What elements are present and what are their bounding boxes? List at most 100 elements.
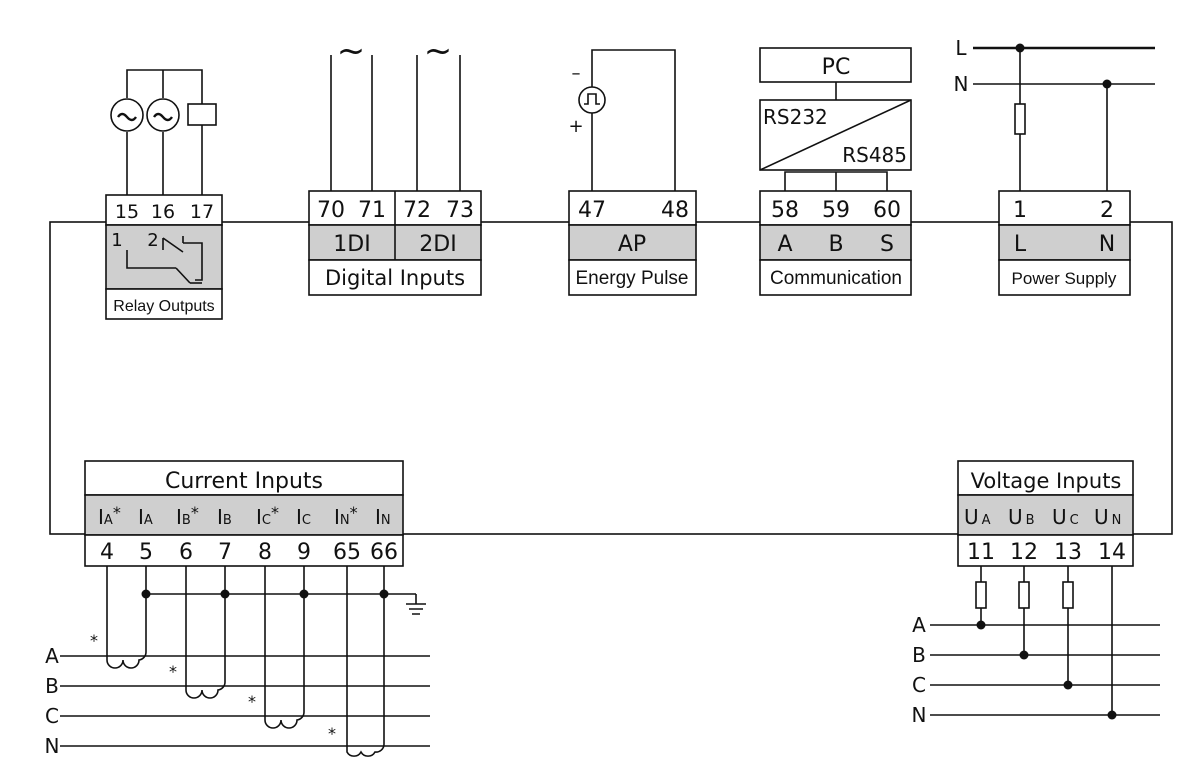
current-channel-in: IN (375, 505, 391, 529)
current-terminal-9: 9 (297, 540, 311, 565)
svg-text:IN*: IN* (334, 503, 358, 529)
digital-terminal-72: 72 (403, 198, 431, 223)
current-channel-ib: IB (217, 505, 232, 529)
voltage-line-b: B (912, 643, 926, 667)
current-channel-ib-star: IB* (176, 503, 199, 529)
digital-inputs-block: 70 71 72 73 1DI 2DI Digital Inputs ~ ~ (308, 31, 482, 296)
power-supply-block: L N 1 2 L N Power Supply (954, 36, 1155, 296)
ac-source-1-icon: ~ (337, 31, 366, 71)
svg-text:IB*: IB* (176, 503, 199, 529)
comm-terminal-58: 58 (771, 198, 799, 223)
pulse-terminal-48: 48 (661, 198, 689, 223)
voltage-fuse-b-icon (1018, 581, 1030, 609)
voltage-fuse-a-icon (975, 581, 987, 609)
current-terminal-65: 65 (333, 540, 361, 565)
pulse-minus-sign: – (572, 63, 581, 84)
comm-signal-b: B (828, 232, 843, 257)
digital-channel-1di: 1DI (333, 232, 370, 257)
svg-text:IB: IB (217, 505, 232, 529)
voltage-terminal-11: 11 (967, 540, 995, 565)
digital-terminal-71: 71 (358, 198, 386, 223)
svg-text:IA: IA (138, 505, 153, 529)
current-terminal-8: 8 (258, 540, 272, 565)
power-fuse-icon (1014, 103, 1026, 135)
comm-terminal-60: 60 (873, 198, 901, 223)
current-line-b: B (45, 674, 59, 698)
relay-contact-2: 2 (147, 230, 158, 251)
current-line-c: C (45, 704, 59, 728)
current-terminal-6: 6 (179, 540, 193, 565)
current-terminal-66: 66 (370, 540, 398, 565)
relay-switch-icon (126, 236, 203, 284)
relay-coil-icon (187, 103, 217, 126)
pulse-terminal-47: 47 (578, 198, 606, 223)
current-inputs-block: Current Inputs IA* IA IB* IB IC* IC IN* … (45, 460, 430, 758)
pulse-source-icon (578, 86, 606, 114)
svg-text:IC: IC (296, 505, 311, 529)
relay-outputs-title: Relay Outputs (113, 298, 214, 315)
voltage-line-c: C (912, 673, 926, 697)
digital-terminal-70: 70 (317, 198, 345, 223)
digital-channel-2di: 2DI (419, 232, 456, 257)
ct-polarity-a: * (90, 631, 98, 650)
comm-signal-s: S (880, 232, 894, 257)
current-channel-ia: IA (138, 505, 153, 529)
ct-polarity-n: * (328, 724, 336, 743)
relay-contact-1: 1 (111, 230, 122, 251)
comm-terminal-59: 59 (822, 198, 850, 223)
current-inputs-title: Current Inputs (165, 469, 323, 494)
digital-inputs-title: Digital Inputs (325, 266, 465, 290)
power-signal-l: L (1014, 232, 1027, 257)
voltage-fuse-c-icon (1062, 581, 1074, 609)
ct-polarity-b: * (169, 662, 177, 681)
power-signal-n: N (1099, 232, 1115, 257)
current-channel-ic-star: IC* (256, 503, 279, 529)
power-terminal-1: 1 (1013, 198, 1027, 223)
communication-title: Communication (770, 268, 902, 289)
pc-label: PC (822, 55, 851, 80)
voltage-terminal-14: 14 (1098, 540, 1126, 565)
pulse-plus-sign: + (568, 116, 583, 137)
voltage-terminal-12: 12 (1010, 540, 1038, 565)
svg-text:IA*: IA* (98, 503, 121, 529)
current-line-n: N (45, 734, 60, 758)
svg-text:IC*: IC* (256, 503, 279, 529)
relay-terminal-16: 16 (151, 201, 175, 223)
relay-terminal-17: 17 (190, 201, 214, 223)
current-terminal-4: 4 (100, 540, 114, 565)
voltage-terminal-13: 13 (1054, 540, 1082, 565)
voltage-inputs-title: Voltage Inputs (971, 469, 1122, 493)
energy-pulse-title: Energy Pulse (575, 268, 688, 289)
power-line-l: L (955, 36, 967, 60)
energy-pulse-block: 47 48 AP Energy Pulse – + (568, 49, 697, 296)
ac-source-2-icon: ~ (424, 31, 453, 71)
voltage-line-n: N (912, 703, 927, 727)
current-channel-ia-star: IA* (98, 503, 121, 529)
current-channel-in-star: IN* (334, 503, 358, 529)
digital-terminal-73: 73 (446, 198, 474, 223)
power-terminal-2: 2 (1100, 198, 1114, 223)
svg-text:IN: IN (375, 505, 391, 529)
relay-terminal-15: 15 (115, 201, 139, 223)
relay-load-1-icon (110, 98, 144, 132)
relay-outputs-block: 15 16 17 1 2 Relay Outputs (105, 69, 223, 320)
rs232-label: RS232 (763, 105, 828, 129)
ct-polarity-c: * (248, 692, 256, 711)
power-supply-title: Power Supply (1012, 269, 1117, 288)
power-line-n: N (954, 72, 969, 96)
current-channel-ic: IC (296, 505, 311, 529)
current-terminal-5: 5 (139, 540, 153, 565)
current-line-a: A (45, 644, 59, 668)
pulse-channel-ap: AP (618, 232, 646, 257)
communication-block: PC RS232 RS485 58 59 60 A B S Communicat… (759, 47, 912, 296)
rs485-label: RS485 (842, 143, 907, 167)
relay-load-2-icon (146, 98, 180, 132)
voltage-line-a: A (912, 613, 926, 637)
current-terminal-7: 7 (218, 540, 232, 565)
